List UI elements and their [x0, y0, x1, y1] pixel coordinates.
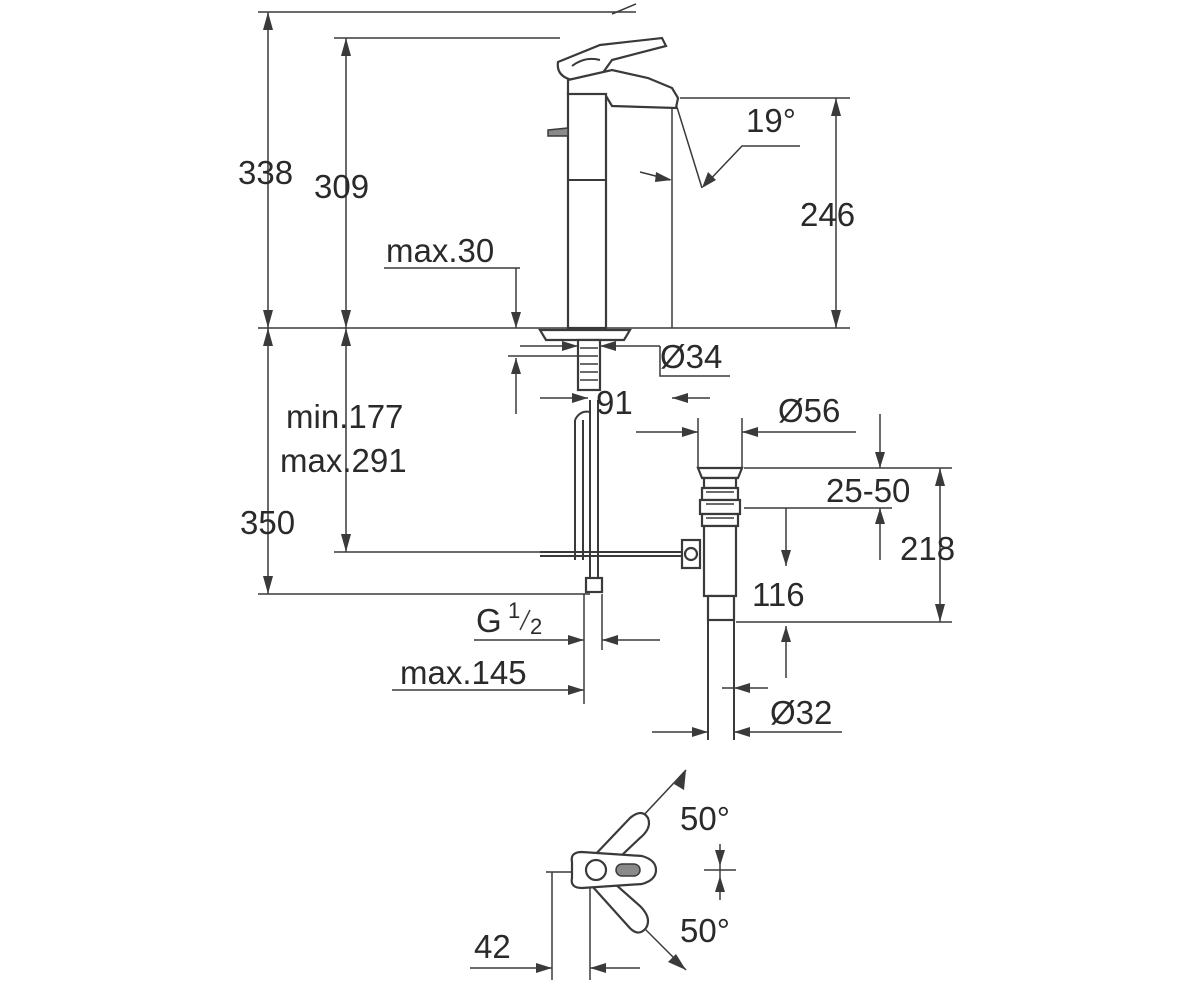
thread-g-label: G [476, 602, 502, 639]
dim-25-50-label: 25-50 [826, 472, 910, 509]
max145-label: max.145 [400, 654, 527, 691]
supply-hose [574, 400, 599, 580]
angle-top-label: 50° [680, 800, 730, 837]
drain-cap [696, 466, 744, 480]
faucet-column [566, 92, 608, 330]
dimension-lines [258, 3, 952, 737]
dia56-label: Ø56 [778, 392, 840, 429]
max30-label: max.30 [386, 232, 494, 269]
dim-309-label: 309 [314, 168, 369, 205]
lever-top-view [470, 769, 736, 980]
dim-218-label: 218 [900, 530, 955, 567]
faucet-side-view [538, 36, 684, 594]
thread-denominator-label: 2 [530, 614, 542, 639]
dia32-label: Ø32 [770, 694, 832, 731]
pop-up-waste [680, 466, 744, 740]
min177-label: min.177 [286, 398, 403, 435]
dia34-label: Ø34 [660, 338, 722, 375]
dim-338-label: 338 [238, 154, 293, 191]
thread-numerator-label: 1 [508, 598, 520, 623]
dim-350-label: 350 [240, 504, 295, 541]
dim-91-label: 91 [596, 384, 633, 421]
lever-position-right [590, 874, 650, 934]
dimension-labels: 338 309 19° 246 max.30 Ø34 91 min.177 ma… [238, 102, 955, 965]
faucet-base [538, 328, 632, 342]
lever-position-center [570, 850, 658, 890]
threaded-shank [576, 338, 602, 392]
pop-up-rod-knob [547, 127, 569, 137]
dim-116-label: 116 [752, 576, 805, 613]
angle-spout-label: 19° [746, 102, 796, 139]
dim-246-label: 246 [800, 196, 855, 233]
dim-42-label: 42 [474, 928, 511, 965]
tailpiece [706, 594, 736, 622]
max291-label: max.291 [280, 442, 407, 479]
angle-bottom-label: 50° [680, 912, 730, 949]
